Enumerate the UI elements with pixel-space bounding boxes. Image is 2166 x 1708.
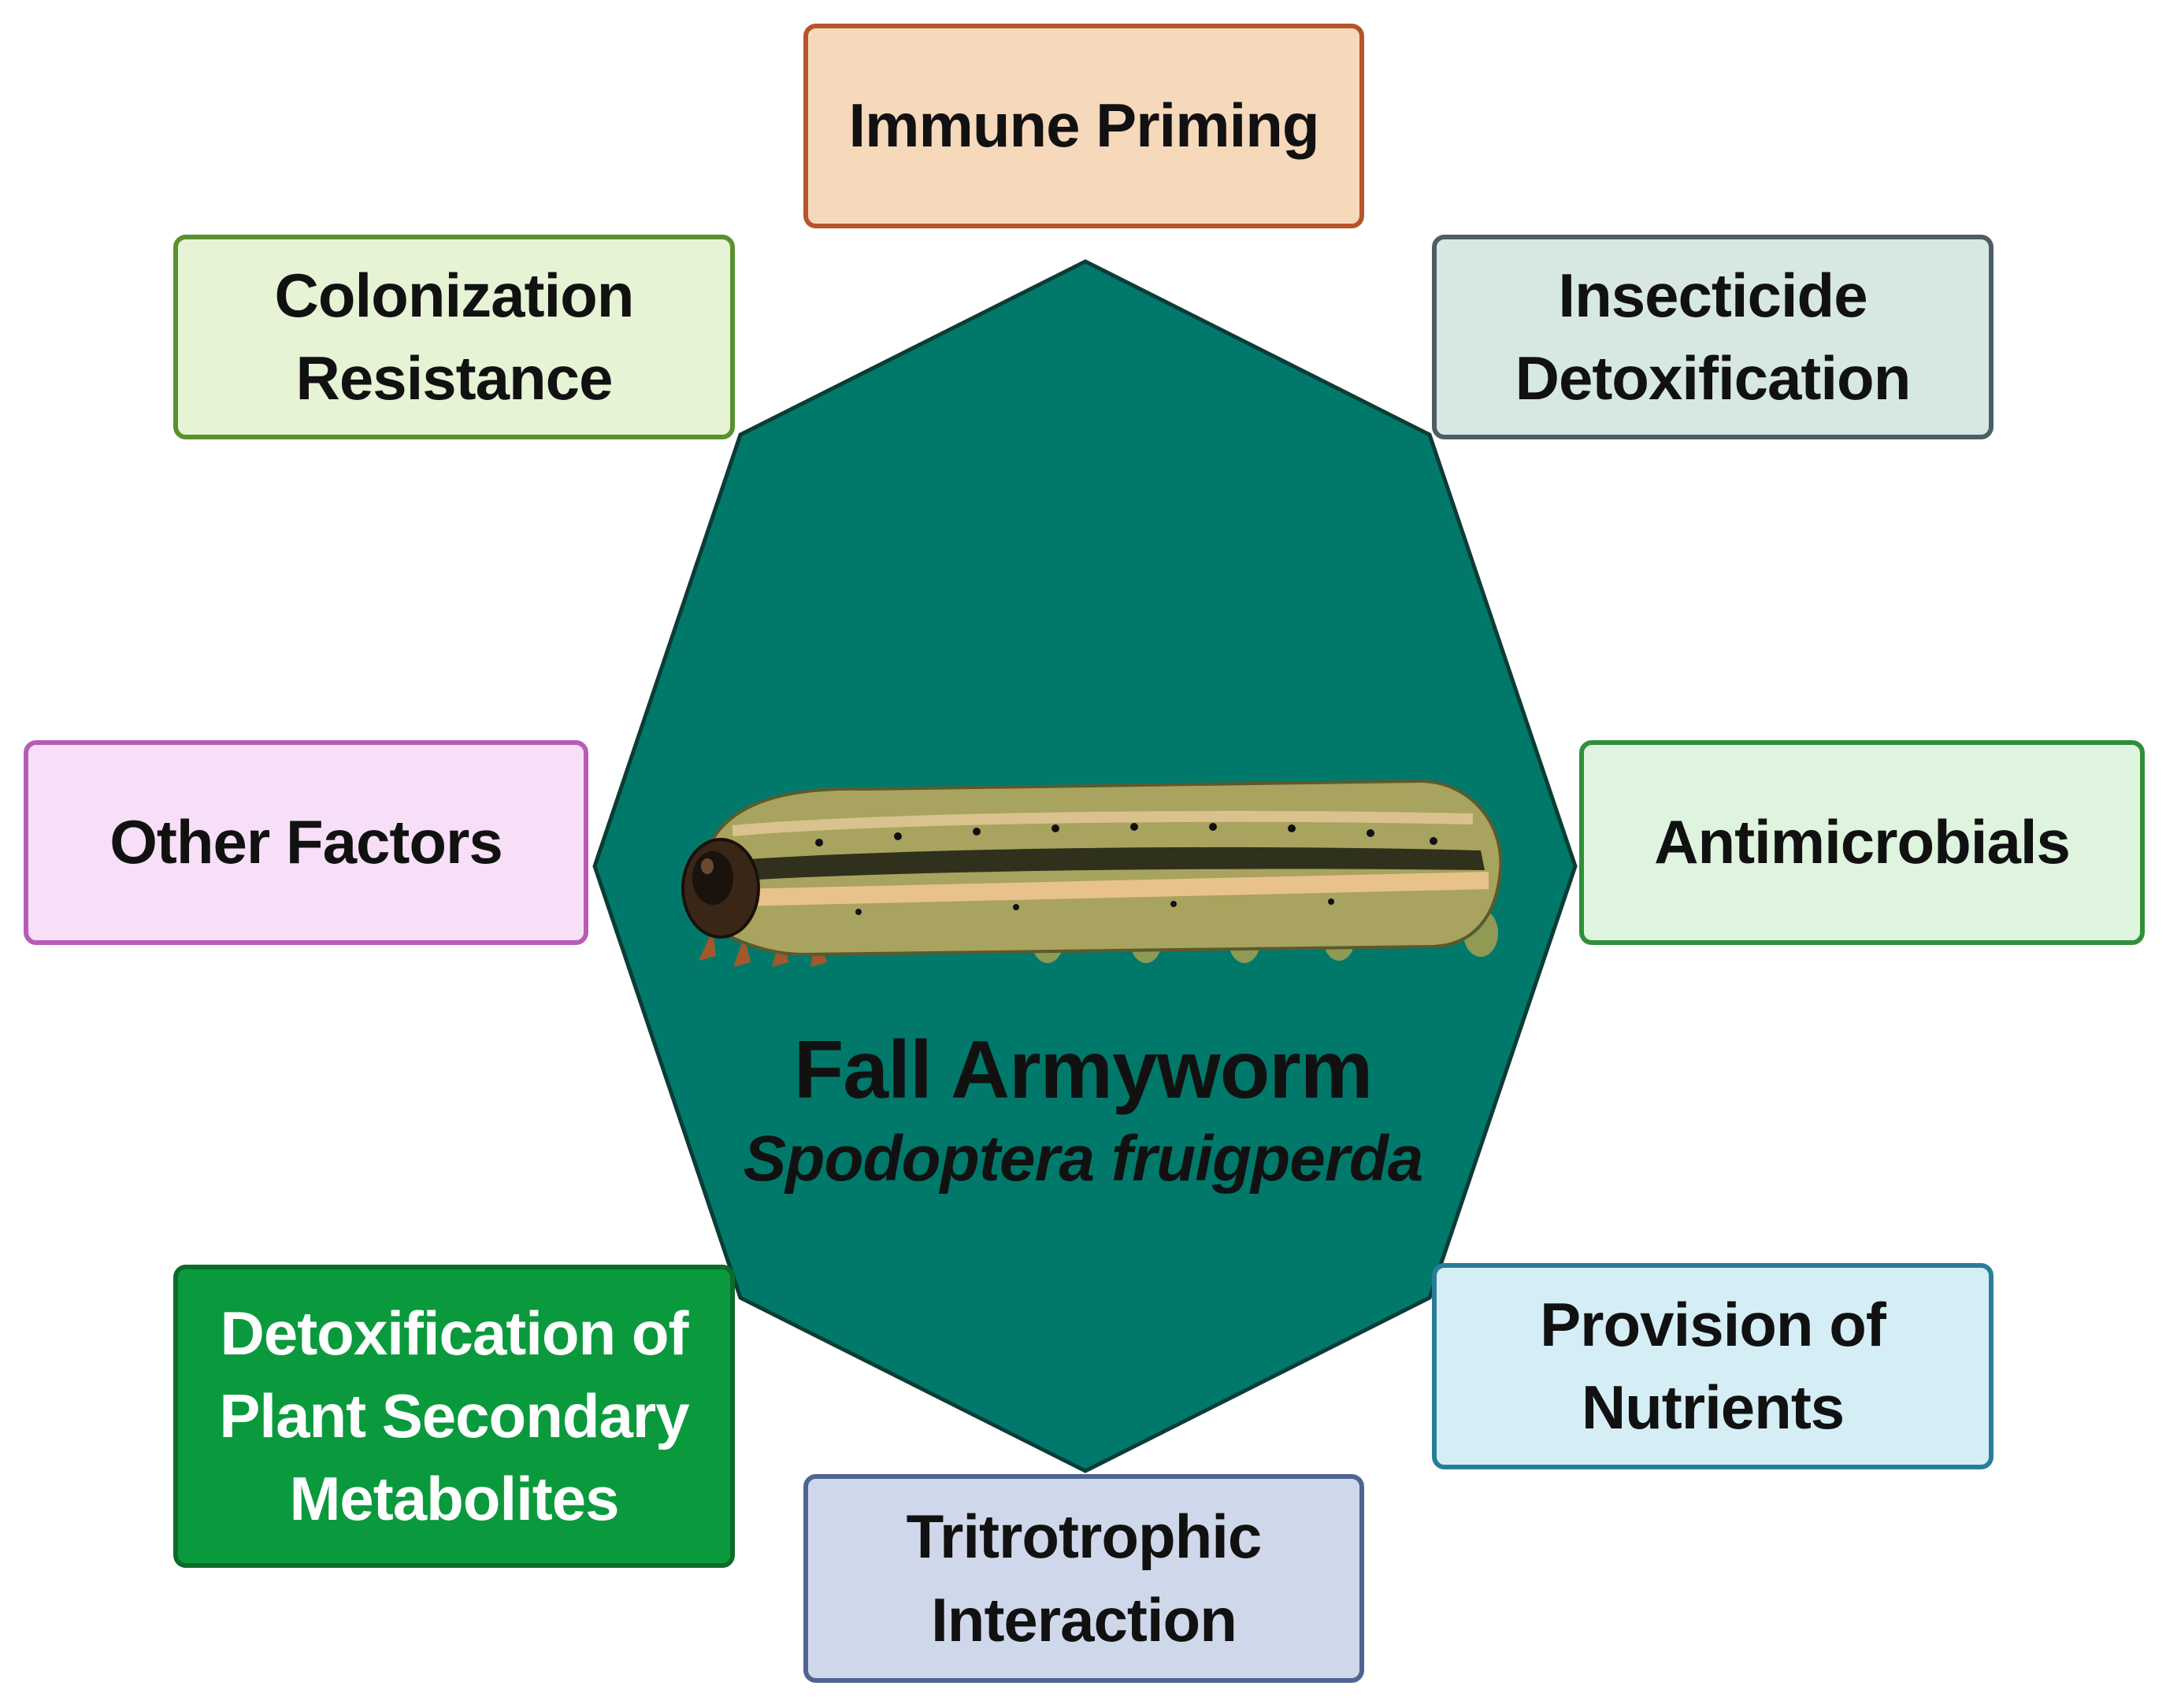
tritrotrophic-interaction-box: Tritrotrophic Interaction [803,1474,1364,1683]
immune-priming-box: Immune Priming [803,24,1364,228]
other-factors-label: Other Factors [109,807,503,877]
center-title: Fall Armyworm [793,1024,1373,1116]
immune-priming-label: Immune Priming [848,91,1319,161]
insecticide-detoxification-box: Insecticide Detoxification [1432,235,1994,439]
detoxification-psm-box: Detoxification of Plant Secondary Metabo… [173,1265,735,1568]
colonization-resistance-box: Colonization Resistance [173,235,735,439]
detoxification-psm-line2: Plant Secondary [219,1380,689,1451]
other-factors-box: Other Factors [24,740,588,945]
tritrotrophic-interaction-line1: Tritrotrophic [906,1502,1263,1572]
detoxification-psm-line1: Detoxification of [220,1298,688,1368]
caterpillar-image [681,779,1503,967]
colonization-resistance-line2: Resistance [295,343,614,413]
provision-of-nutrients-box: Provision of Nutrients [1432,1263,1994,1469]
provision-of-nutrients-line2: Nutrients [1581,1373,1845,1442]
center-subtitle: Spodoptera fruigperda [743,1123,1424,1195]
center-label: Fall Armyworm Spodoptera fruigperda [689,1024,1477,1196]
insecticide-detoxification-line2: Detoxification [1515,343,1912,413]
detoxification-psm-line3: Metabolites [289,1464,619,1534]
antimicrobials-box: Antimicrobials [1579,740,2145,945]
colonization-resistance-line1: Colonization [274,260,635,330]
antimicrobials-label: Antimicrobials [1654,807,2071,877]
tritrotrophic-interaction-line2: Interaction [931,1584,1237,1654]
provision-of-nutrients-line1: Provision of [1540,1289,1886,1359]
insecticide-detoxification-line1: Insecticide [1558,260,1867,330]
